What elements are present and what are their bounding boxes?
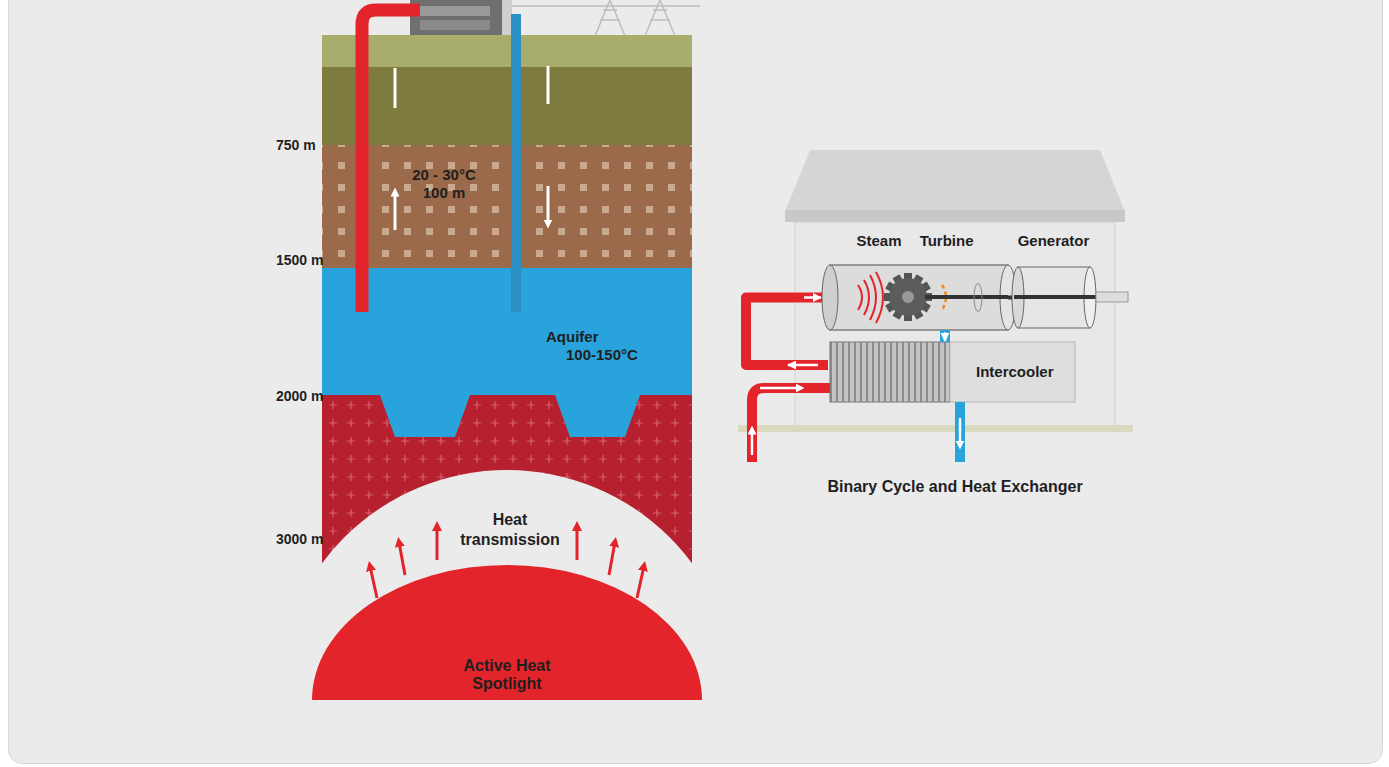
ground-layers	[312, 565, 702, 700]
text-group: Steam Turbine	[810, 232, 1020, 250]
plant-building	[795, 222, 1115, 427]
plant-building	[738, 425, 1133, 432]
steam-turbine: Steam Turbine	[822, 265, 1008, 330]
text-group: Generator	[990, 232, 1117, 250]
text-group: Intercooler	[976, 363, 1076, 381]
ground-layers	[322, 470, 700, 705]
heat-arrows	[637, 566, 644, 598]
text-group: 20 - 30°C100 m	[394, 166, 494, 202]
depth-label: 750 m	[276, 135, 316, 155]
fluid-pipes	[760, 387, 800, 390]
turbine-cylinder	[889, 278, 927, 316]
power-plant-top	[420, 20, 490, 30]
fluid-pipes	[752, 388, 830, 462]
power-plant-top	[512, 0, 700, 36]
turbine-cylinder	[884, 273, 932, 321]
turbine-cylinder	[830, 265, 1008, 330]
generator: Generator	[1012, 267, 1095, 328]
depth-label: 1500 m	[276, 250, 323, 270]
heat-source-dome: Active Heat Spotlight	[312, 565, 702, 700]
generator-cylinder	[1012, 267, 1128, 328]
fluid-pipes	[751, 430, 754, 455]
node-label: Generator	[990, 232, 1117, 250]
heat-arrows	[399, 542, 405, 575]
ground-layers	[322, 268, 692, 437]
heat-label: Heat transmission	[460, 510, 560, 550]
power-plant-top	[410, 0, 700, 36]
flow-arrow	[788, 364, 818, 367]
node-label: 20 - 30°C	[394, 166, 494, 184]
rock-layer-band: 20 - 30°C100 m	[322, 145, 692, 268]
heat-arrows	[436, 526, 439, 560]
turbine-cylinder	[974, 284, 982, 312]
node-label: 100-150°C	[546, 346, 656, 364]
turbine-cylinder	[822, 265, 838, 330]
node-label: Binary Cycle and Heat Exchanger	[785, 478, 1125, 496]
power-plant-top	[502, 0, 512, 36]
turbine-cylinder	[858, 272, 883, 323]
text-group: Aquifer100-150°C	[546, 328, 656, 364]
well-pipes	[362, 10, 420, 312]
aquifer-band: Aquifer100-150°C	[322, 268, 692, 395]
well-pipes	[511, 14, 521, 312]
ground-layers	[322, 67, 692, 145]
generator-cylinder	[1096, 292, 1128, 302]
fluid-pipe	[746, 298, 828, 366]
turbine-cylinder	[902, 291, 914, 303]
turbine-cylinder	[925, 295, 1008, 299]
well-pipes	[547, 66, 550, 224]
turbine-cylinder	[822, 265, 1016, 330]
ground-layers	[322, 145, 692, 268]
node-label: Aquifer	[546, 328, 656, 346]
intercooler: Intercooler	[828, 342, 1078, 402]
power-plant-top	[410, 0, 502, 36]
ground-layers	[277, 35, 737, 767]
ground-layers	[322, 35, 692, 67]
heat-arrows	[370, 566, 377, 598]
fluid-pipes	[752, 388, 960, 462]
intercooler-unit	[830, 342, 950, 402]
plant-building	[785, 150, 1125, 212]
pipe-body	[940, 330, 950, 342]
node-label: Intercooler	[976, 363, 1076, 381]
node-label: 100 m	[394, 184, 494, 202]
text-group: Active Heat Spotlight	[449, 657, 565, 693]
pipe-body	[1008, 296, 1012, 300]
fluid-pipes	[955, 402, 965, 462]
fluid-pipe	[945, 330, 946, 342]
node-label: Active Heat Spotlight	[449, 657, 565, 693]
intercooler-unit	[830, 342, 1075, 402]
fluid-pipes	[959, 418, 962, 445]
ground-layers	[322, 145, 692, 268]
flow-arrow	[944, 332, 947, 341]
plant-building	[785, 210, 1125, 222]
flow-arrow	[804, 296, 821, 299]
node-label: Steam Turbine	[810, 232, 1020, 250]
depth-label: 2000 m	[276, 386, 323, 406]
power-plant-top	[420, 6, 490, 16]
fluid-pipe	[1008, 297, 1012, 298]
well-pipes	[362, 10, 548, 312]
depth-label: 3000 m	[276, 529, 323, 549]
heat-arrows	[609, 542, 615, 575]
pipe-body	[746, 298, 828, 366]
text-group: Binary Cycle and Heat Exchanger	[785, 478, 1125, 496]
plant-building: Binary Cycle and Heat ExchangerSteam Tur…	[785, 150, 1125, 432]
well-pipes	[394, 68, 397, 230]
heat-arrows	[576, 526, 579, 560]
intercooler-unit	[950, 342, 1075, 402]
